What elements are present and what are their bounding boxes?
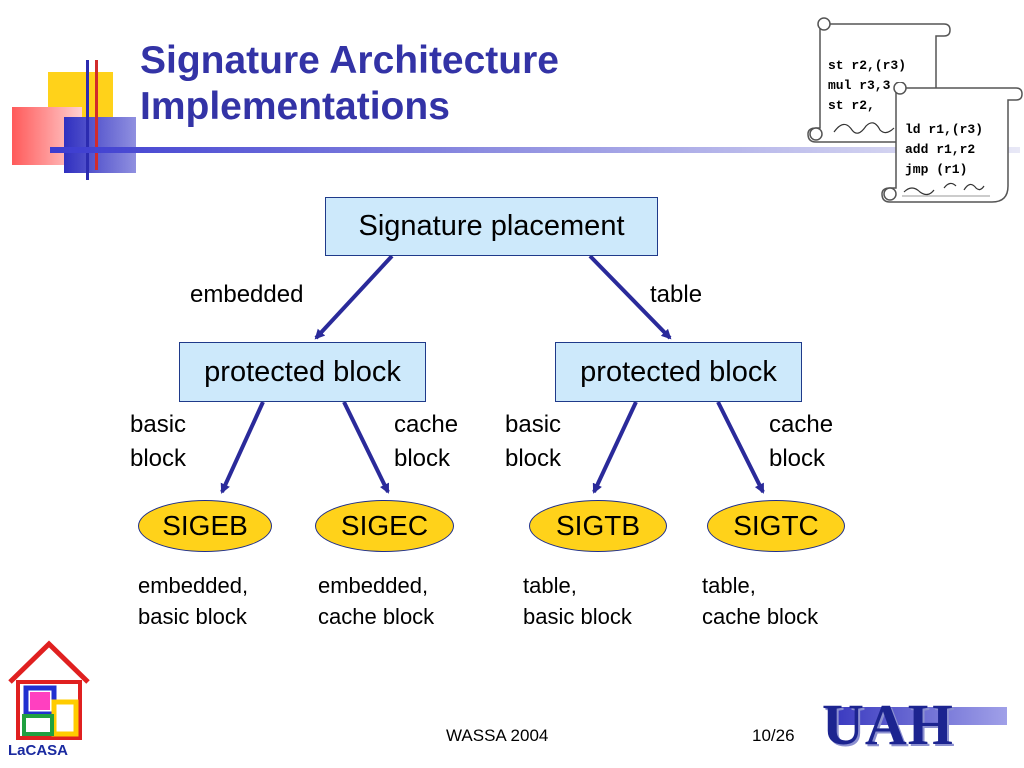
sigtc-node: SIGTC [707, 500, 845, 552]
arrow-left-to-sigec [342, 401, 390, 494]
uah-logo: UAH [822, 692, 954, 757]
signature-placement-box: Signature placement [325, 197, 658, 256]
arrow-root-to-left [314, 254, 394, 340]
lacasa-logo [4, 638, 94, 742]
caption-sigeb: embedded,basic block [138, 573, 249, 629]
caption-sigtb: table,basic block [523, 573, 632, 629]
code-line: add r1,r2 [905, 142, 976, 157]
arrow-left-to-sigeb [220, 401, 265, 494]
caption-sigtc: table,cache block [702, 573, 819, 629]
protected-block-left: protected block [179, 342, 426, 402]
sigtb-node: SIGTB [529, 500, 667, 552]
slide-title: Signature Architecture Implementations [140, 38, 780, 130]
code-line: mul r3,3 [828, 78, 891, 93]
edge-label-table: table [650, 281, 703, 308]
code-line: jmp (r1) [905, 162, 968, 177]
edge-label-embedded: embedded [190, 281, 304, 308]
title-underline [50, 147, 1020, 153]
arrow-right-to-sigtc [716, 401, 765, 494]
code-line: st r2, [828, 98, 875, 113]
caption-sigec: embedded,cache block [318, 573, 435, 629]
title-line-2: Implementations [140, 85, 450, 128]
arrow-right-to-sigtb [592, 401, 638, 494]
title-line-1: Signature Architecture [140, 39, 559, 82]
uah-logo-bar [835, 707, 1007, 725]
code-scroll-front: ld r1,(r3) add r1,r2 jmp (r1) [880, 82, 1024, 210]
protected-block-right: protected block [555, 342, 802, 402]
code-line: ld r1,(r3) [905, 122, 984, 137]
decorative-corner-graphic [0, 55, 140, 185]
sigeb-node: SIGEB [138, 500, 272, 552]
footer-page-number: 10/26 [752, 726, 795, 745]
footer-event: WASSA 2004 [446, 726, 549, 745]
lacasa-logo-text: LaCASA [8, 742, 69, 759]
code-line: st r2,(r3) [828, 58, 907, 73]
sigec-node: SIGEC [315, 500, 454, 552]
